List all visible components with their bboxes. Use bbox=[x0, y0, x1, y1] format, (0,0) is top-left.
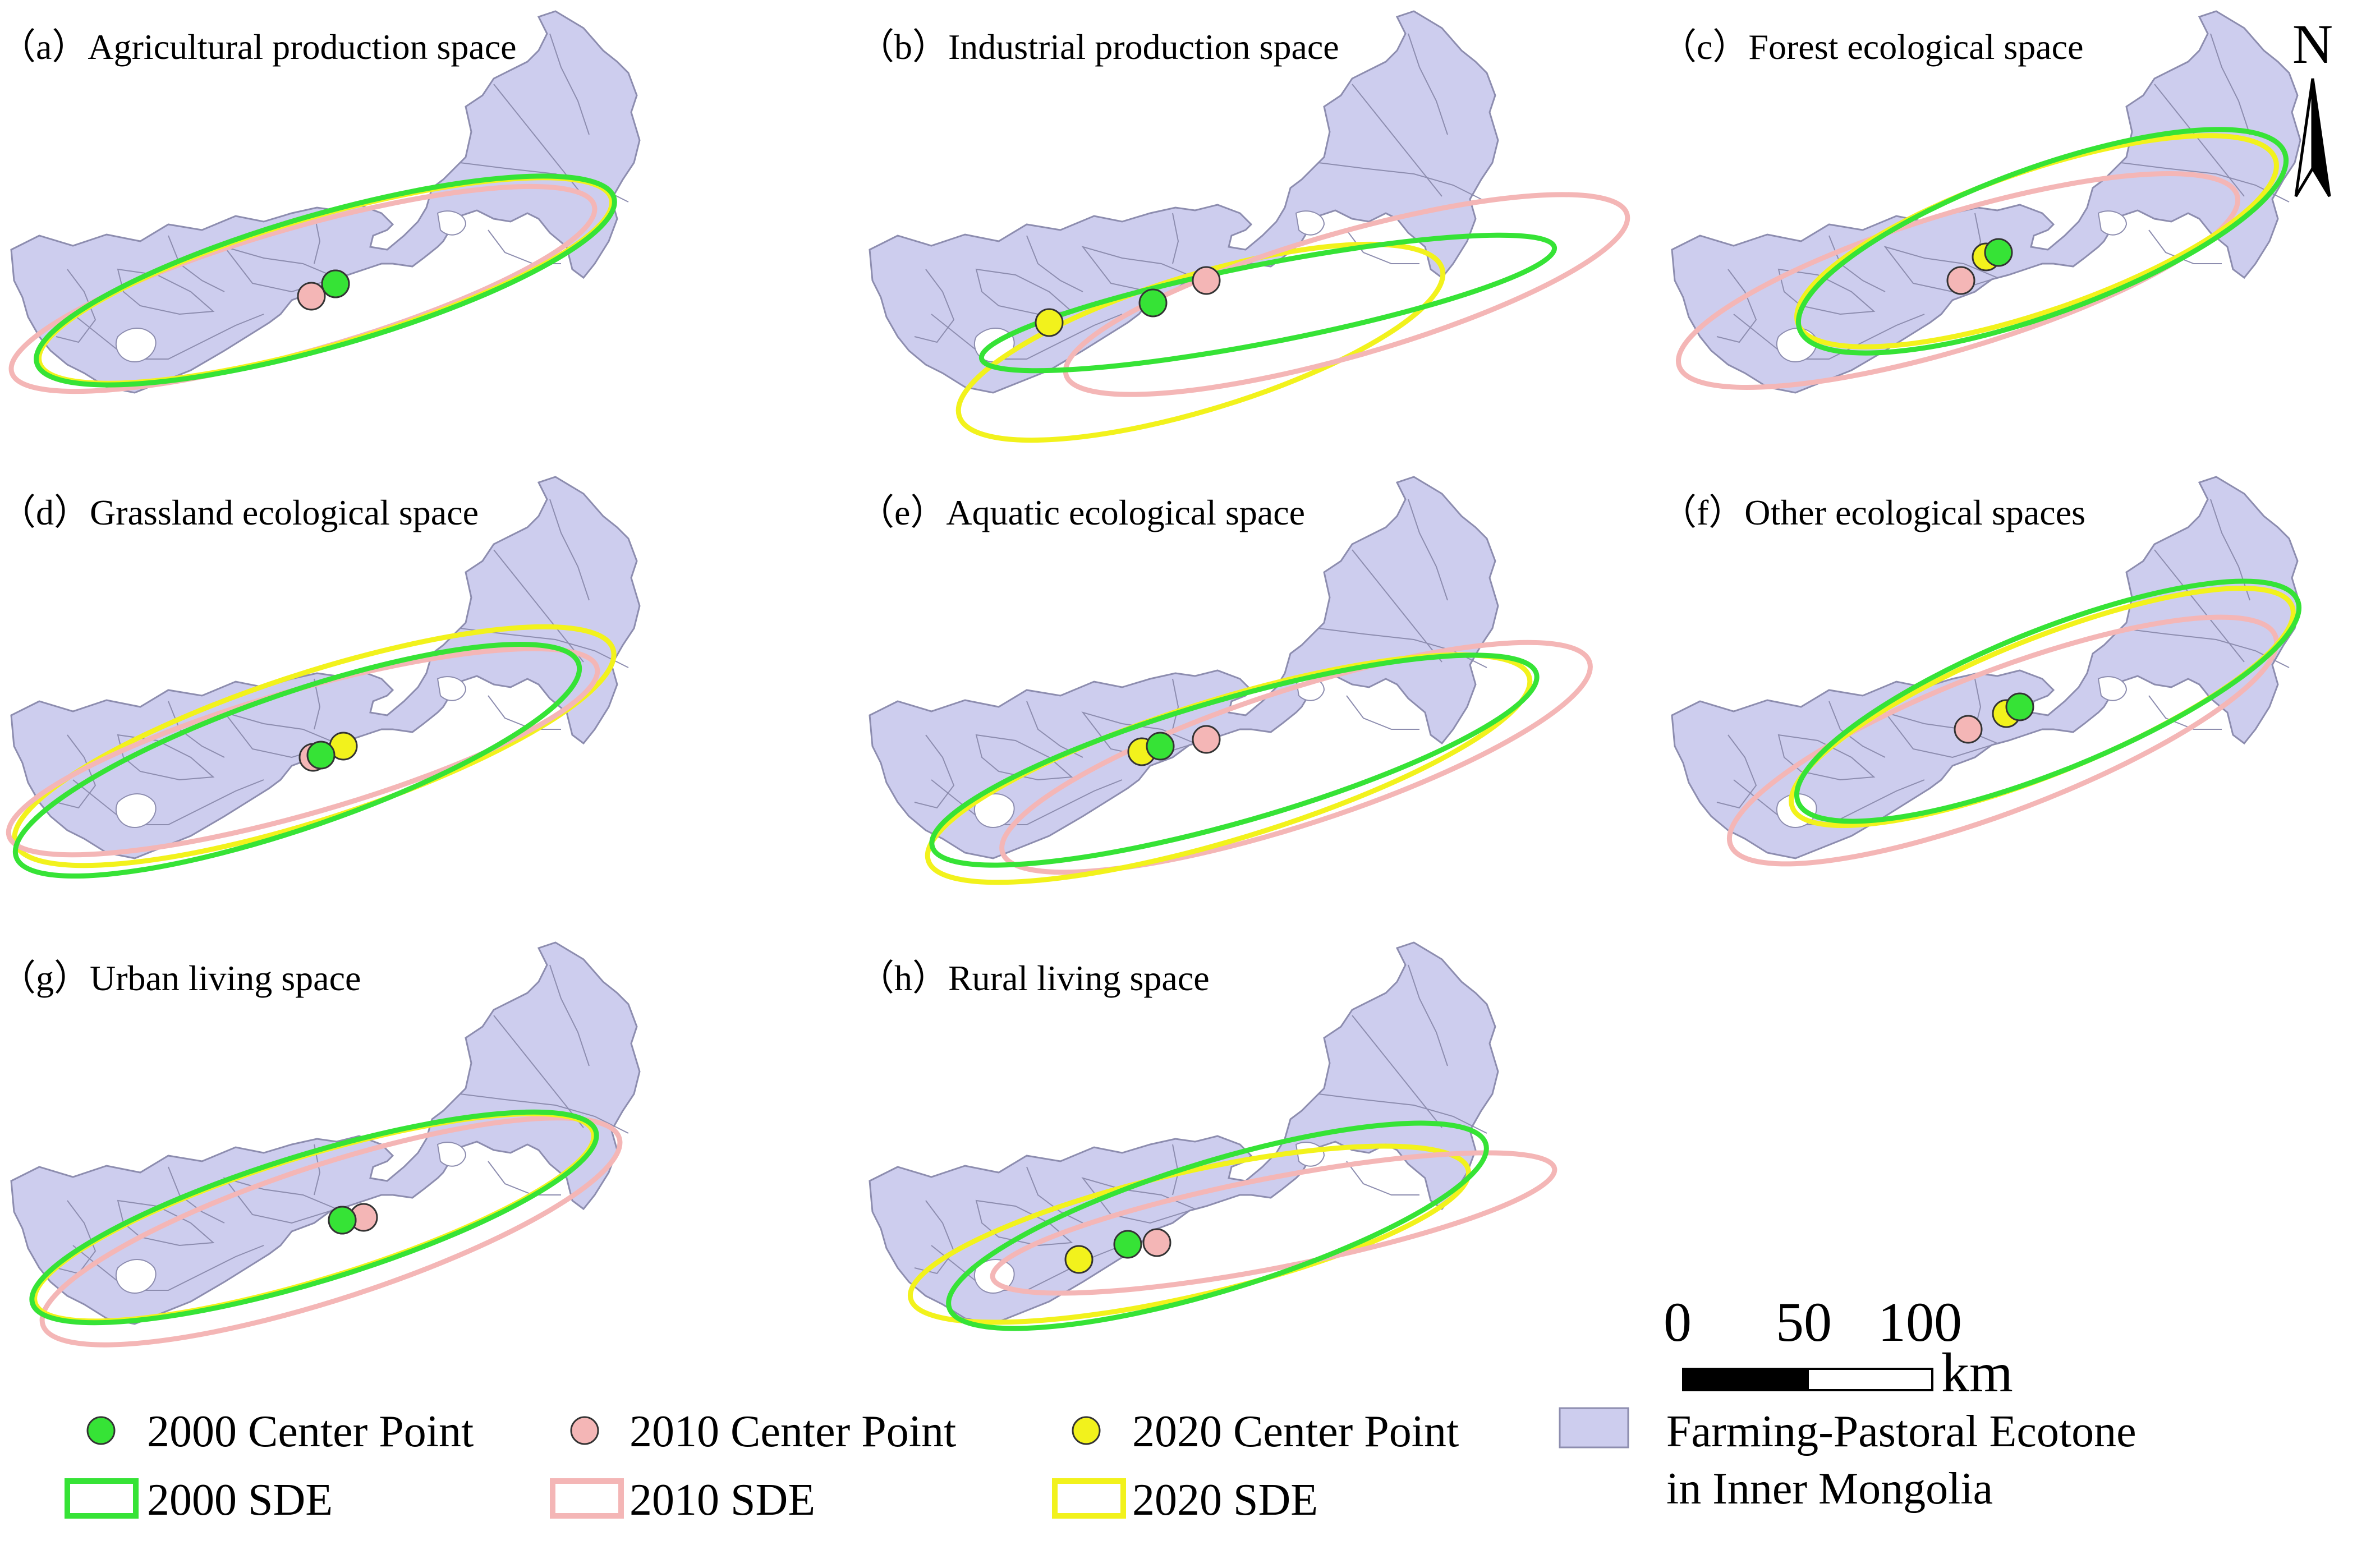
legend-region-line1: Farming-Pastoral Ecotone bbox=[1666, 1407, 2137, 1456]
sde-2000 bbox=[946, 1120, 1489, 1331]
center-2000 bbox=[321, 269, 350, 298]
sde-2000 bbox=[34, 173, 617, 388]
panel-c-title: （c）Forest ecological space bbox=[1661, 27, 2084, 67]
panel-d: （d）Grassland ecological space bbox=[0, 476, 641, 879]
sde-2000 bbox=[1794, 578, 2302, 824]
center-2000 bbox=[328, 1206, 357, 1235]
panel-b-title: （b）Industrial production space bbox=[858, 27, 1339, 67]
sde-2020 bbox=[907, 1143, 1472, 1325]
center-2010 bbox=[297, 282, 326, 311]
legend-center-2000-icon bbox=[86, 1416, 116, 1445]
center-2010 bbox=[1946, 266, 1975, 295]
region-map bbox=[869, 941, 1499, 1325]
panel-h-title: （h）Rural living space bbox=[858, 958, 1210, 998]
panel-f: （f）Other ecological spaces bbox=[1661, 476, 2302, 867]
center-2010 bbox=[1954, 715, 1983, 744]
scale-tick-100: 100 bbox=[1878, 1291, 1962, 1353]
legend-center-2010-label: 2010 Center Point bbox=[630, 1407, 956, 1456]
legend-center-2020-icon bbox=[1072, 1416, 1101, 1445]
panel-a: （a）Agricultural production space bbox=[0, 10, 641, 394]
panel-f-title: （f）Other ecological spaces bbox=[1661, 493, 2085, 532]
scale-bar: 0 50 100 km bbox=[1664, 1291, 2013, 1404]
scale-tick-0: 0 bbox=[1664, 1291, 1692, 1353]
legend-sde-2020-label: 2020 SDE bbox=[1132, 1475, 1318, 1525]
legend-sde-2000-icon bbox=[65, 1478, 139, 1519]
sde-2010 bbox=[1675, 171, 2241, 390]
region-map bbox=[1671, 476, 2301, 859]
region-map bbox=[869, 476, 1499, 859]
region-map bbox=[10, 941, 641, 1325]
panel-e: （e）Aquatic ecological space bbox=[858, 476, 1593, 885]
sde-2000 bbox=[29, 1109, 599, 1326]
panel-d-title: （d）Grassland ecological space bbox=[0, 493, 479, 532]
center-2000 bbox=[1984, 238, 2013, 267]
legend: 2000 Center Point 2010 Center Point 2020… bbox=[65, 1407, 2137, 1525]
center-2000 bbox=[306, 741, 336, 770]
sde-2020 bbox=[955, 241, 1446, 443]
north-label: N bbox=[2292, 13, 2333, 75]
panel-g-title: （g）Urban living space bbox=[0, 958, 361, 998]
scale-segment-white bbox=[1807, 1368, 1933, 1391]
panel-b: （b）Industrial production space bbox=[858, 10, 1630, 443]
sde-2000 bbox=[929, 652, 1540, 868]
legend-region-line2: in Inner Mongolia bbox=[1666, 1464, 1993, 1514]
center-2000 bbox=[1113, 1230, 1142, 1259]
sde-2010 bbox=[1726, 614, 2280, 867]
panel-c: （c）Forest ecological space bbox=[1661, 10, 2301, 394]
legend-center-2010-icon bbox=[570, 1416, 599, 1445]
center-2010 bbox=[1192, 266, 1221, 295]
legend-sde-2010-icon bbox=[550, 1478, 624, 1519]
scale-tick-50: 50 bbox=[1776, 1291, 1832, 1353]
region-map bbox=[869, 10, 1499, 394]
sde-2000 bbox=[978, 232, 1557, 374]
legend-center-2000-label: 2000 Center Point bbox=[147, 1407, 474, 1456]
legend-center-2020-label: 2020 Center Point bbox=[1132, 1407, 1459, 1456]
sde-2000 bbox=[12, 641, 582, 879]
center-2000 bbox=[1146, 732, 1175, 761]
legend-sde-2020-icon bbox=[1052, 1478, 1126, 1519]
center-2010 bbox=[1192, 725, 1221, 754]
sde-2010 bbox=[1063, 192, 1630, 397]
legend-region-swatch bbox=[1559, 1407, 1629, 1449]
north-arrow-right-icon bbox=[2311, 78, 2331, 197]
panel-h: （h）Rural living space bbox=[858, 941, 1557, 1331]
region-map bbox=[10, 10, 641, 394]
legend-sde-2010-label: 2010 SDE bbox=[630, 1475, 815, 1525]
panel-g: （g）Urban living space bbox=[0, 941, 641, 1348]
center-2010 bbox=[1142, 1228, 1171, 1257]
panel-e-title: （e）Aquatic ecological space bbox=[858, 493, 1305, 532]
center-2020 bbox=[1064, 1245, 1093, 1274]
center-2000 bbox=[2005, 692, 2034, 721]
sde-2010 bbox=[990, 1150, 1557, 1296]
sde-2000 bbox=[1795, 127, 2289, 356]
center-2020 bbox=[1035, 308, 1064, 337]
scale-unit: km bbox=[1941, 1341, 2013, 1404]
north-arrow: N bbox=[2292, 13, 2333, 197]
scale-segment-black bbox=[1682, 1368, 1809, 1391]
sde-2010 bbox=[39, 1115, 623, 1348]
legend-sde-2000-label: 2000 SDE bbox=[147, 1475, 333, 1525]
panel-a-title: （a）Agricultural production space bbox=[0, 27, 517, 67]
center-2000 bbox=[1138, 288, 1168, 318]
sde-2010 bbox=[999, 640, 1593, 875]
